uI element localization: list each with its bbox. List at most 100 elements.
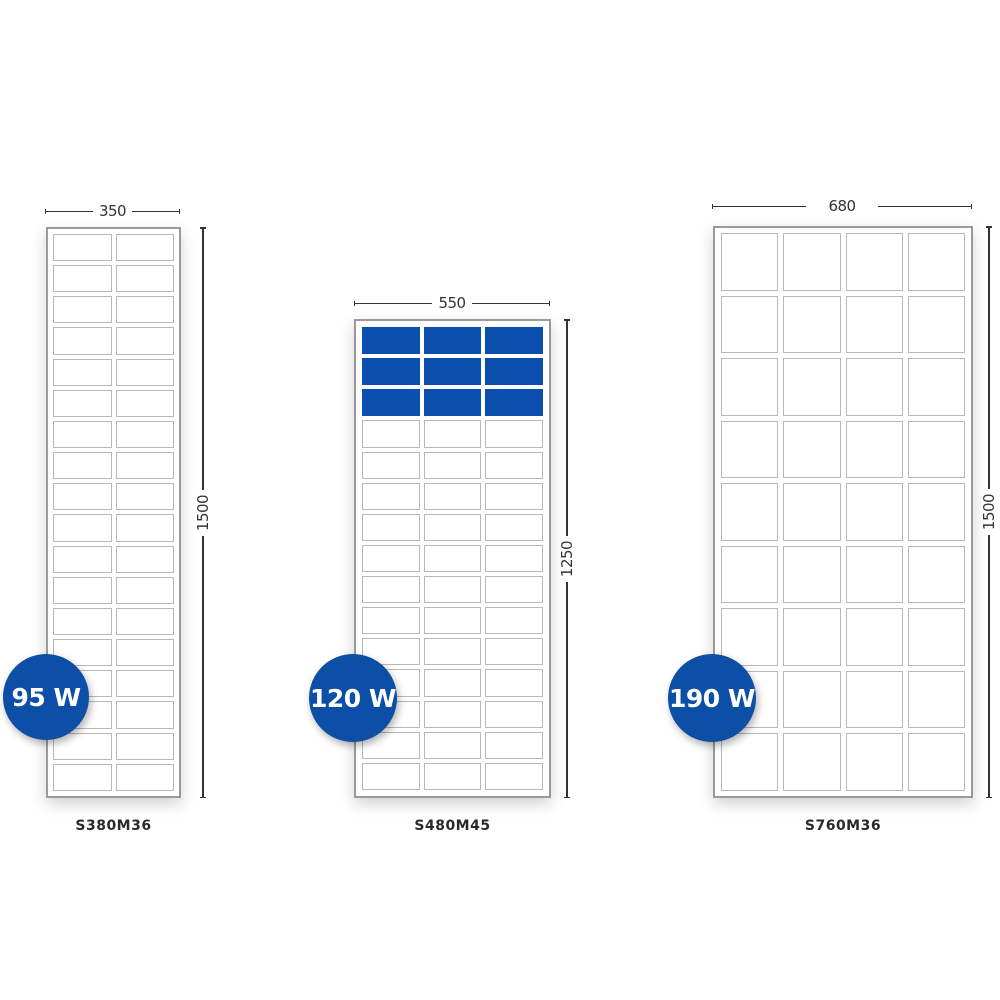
solar-cell: [115, 296, 174, 324]
solar-cell: [423, 607, 482, 635]
solar-cell: [783, 295, 841, 354]
solar-cell-highlighted: [423, 327, 482, 355]
solar-cell: [53, 296, 112, 324]
power-label: 120 W: [310, 683, 396, 713]
solar-cell: [783, 358, 841, 416]
solar-cell: [907, 420, 965, 479]
solar-cell: [423, 576, 482, 604]
solar-cell: [423, 420, 482, 448]
solar-cell: [115, 763, 174, 791]
model-label: S760M36: [804, 818, 882, 834]
solar-cell: [783, 670, 841, 729]
solar-cell: [485, 420, 543, 448]
solar-cell: [115, 607, 174, 636]
solar-panel-s760m36: [713, 226, 973, 798]
solar-cell: [783, 233, 841, 291]
solar-cell: [907, 545, 965, 604]
solar-cell: [845, 608, 903, 666]
solar-cell: [783, 608, 841, 666]
solar-cell: [721, 733, 779, 791]
solar-cell: [783, 483, 841, 541]
solar-cell: [423, 731, 482, 759]
solar-cell: [485, 607, 543, 635]
solar-cell: [721, 608, 779, 666]
solar-panel-s380m36: [46, 227, 181, 798]
solar-cell-highlighted: [423, 389, 482, 417]
solar-cell: [362, 420, 420, 448]
solar-cell: [907, 358, 965, 416]
solar-cell: [115, 732, 174, 760]
solar-cell: [485, 669, 543, 697]
cell-grid: [721, 233, 965, 791]
solar-cell: [53, 483, 112, 511]
solar-cell: [721, 295, 779, 354]
solar-cell: [115, 483, 174, 511]
power-label: 190 W: [669, 683, 755, 713]
solar-cell: [53, 514, 112, 542]
solar-cell-highlighted: [485, 389, 543, 417]
solar-cell: [423, 544, 482, 573]
height-label: 1500: [980, 493, 998, 531]
solar-cell: [362, 607, 420, 635]
solar-cell: [362, 513, 420, 541]
solar-cell: [485, 482, 543, 510]
solar-cell: [423, 669, 482, 697]
solar-cell-highlighted: [362, 327, 420, 355]
model-label: S380M36: [75, 818, 152, 834]
solar-cell: [845, 670, 903, 729]
solar-cell: [845, 420, 903, 479]
height-label: 1500: [194, 494, 212, 531]
solar-cell: [115, 234, 174, 262]
solar-cell: [362, 451, 420, 479]
solar-cell: [115, 452, 174, 480]
solar-cell: [53, 358, 112, 386]
solar-cell: [485, 451, 543, 479]
solar-cell: [485, 638, 543, 666]
width-label: 550: [438, 294, 466, 312]
solar-cell: [721, 483, 779, 541]
solar-cell: [845, 233, 903, 291]
solar-cell-highlighted: [423, 358, 482, 386]
solar-cell: [485, 700, 543, 728]
solar-cell: [907, 295, 965, 354]
solar-cell: [53, 234, 112, 262]
solar-cell: [53, 452, 112, 480]
solar-cell: [721, 545, 779, 604]
solar-cell: [423, 638, 482, 666]
solar-cell: [53, 763, 112, 791]
solar-cell: [783, 545, 841, 604]
solar-cell: [907, 233, 965, 291]
solar-cell: [907, 733, 965, 791]
width-label: 350: [98, 202, 127, 220]
solar-cell: [115, 514, 174, 542]
solar-cell: [115, 389, 174, 417]
solar-panel-s480m45: [354, 319, 551, 798]
solar-cell: [423, 513, 482, 541]
solar-cell: [362, 576, 420, 604]
solar-cell: [115, 701, 174, 729]
solar-cell: [53, 732, 112, 760]
power-badge: 190 W: [668, 654, 756, 742]
solar-cell: [845, 733, 903, 791]
solar-cell: [362, 544, 420, 573]
solar-cell: [907, 483, 965, 541]
solar-cell: [721, 420, 779, 479]
solar-cell: [485, 513, 543, 541]
power-label: 95 W: [11, 682, 81, 712]
solar-cell: [115, 358, 174, 386]
cell-grid: [53, 234, 174, 791]
solar-cell: [115, 670, 174, 698]
solar-cell: [53, 545, 112, 573]
solar-cell: [721, 233, 779, 291]
solar-cell-highlighted: [485, 327, 543, 355]
solar-cell: [53, 389, 112, 417]
solar-cell: [115, 545, 174, 573]
solar-cell: [423, 762, 482, 790]
solar-cell: [53, 607, 112, 636]
solar-cell-highlighted: [362, 358, 420, 386]
solar-cell: [53, 639, 112, 667]
solar-cell: [423, 451, 482, 479]
solar-cell: [115, 327, 174, 355]
solar-cell: [485, 731, 543, 759]
solar-cell: [907, 608, 965, 666]
